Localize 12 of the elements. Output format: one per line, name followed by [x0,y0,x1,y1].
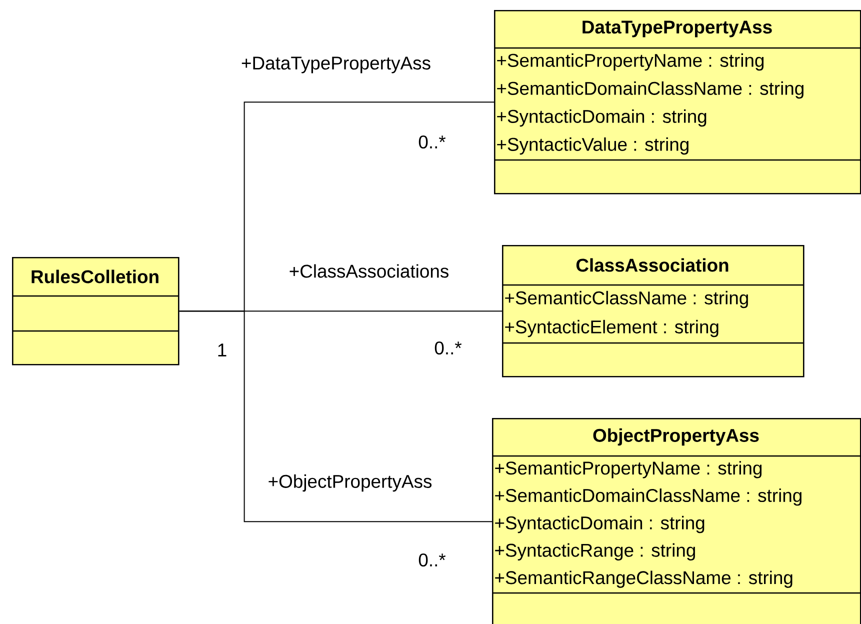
class-box: DataTypePropertyAss +SemanticPropertyName : string +SemanticDomainClassName : string +SyntacticDomain : string +SyntacticValue : string [494,10,861,194]
role-name: +DataTypePropertyAss [240,56,432,74]
role-name: +ObjectPropertyAss [266,473,434,493]
multiplicity: 0..* [418,135,446,149]
class-box: ObjectPropertyAss +SemanticPropertyName : string +SemanticDomainClassName : string +SyntacticDomain : string +SyntacticRange : string +SemanticRangeClassName : string [492,418,861,624]
multiplicity: 0..* [418,553,446,567]
class-box: ClassAssociation +SemanticClassName : string +SyntacticElement : string [502,245,804,378]
multiplicity: 0..* [434,341,462,355]
class-box: RulesColletion [12,257,180,366]
association-line [178,310,492,522]
multiplicity: 1 [218,344,226,356]
role-name: +ClassAssociations [288,263,450,279]
